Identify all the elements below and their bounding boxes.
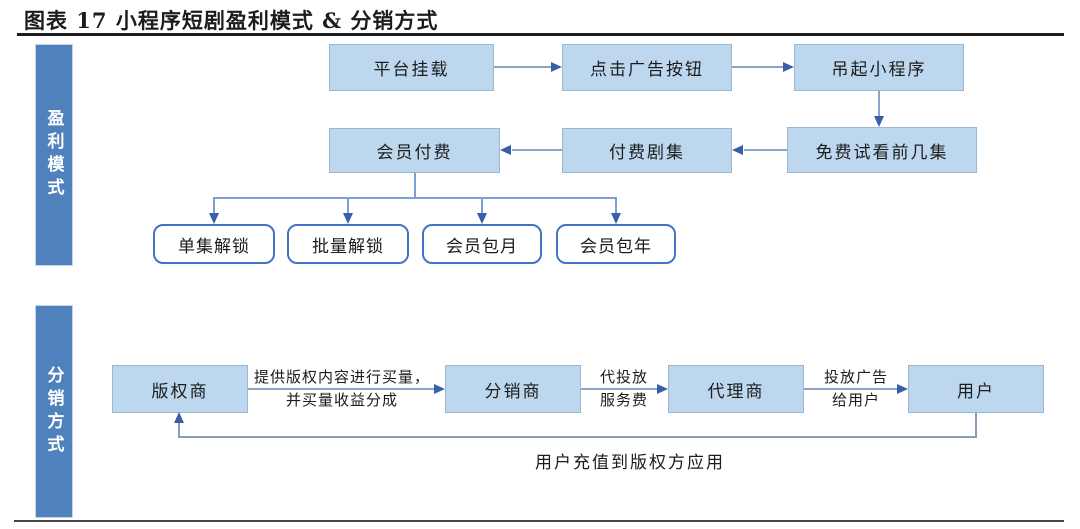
edge-label-buy-volume: 提供版权内容进行买量， 并买量收益分成 (242, 369, 442, 409)
return-flow-label: 用户充值到版权方应用 (535, 453, 725, 473)
branch-drop-1 (213, 197, 215, 214)
arrowhead-down-icon (611, 213, 621, 224)
figure-title: 图表 17 小程序短剧盈利模式 & 分销方式 (24, 8, 439, 33)
option-annual-membership: 会员包年 (556, 224, 676, 264)
edge-label-ad-to-user: 投放广告 给用户 (806, 369, 906, 409)
connector-row1-b (732, 66, 784, 68)
edge-label-buy-volume-line1: 提供版权内容进行买量， (253, 368, 430, 386)
node-platform-mount: 平台挂载 (329, 44, 494, 91)
arrowhead-right-icon (783, 62, 794, 72)
branch-rail (213, 197, 617, 199)
title-underline (17, 33, 1064, 36)
section-bar-distribution-method: 分销方式 (35, 305, 73, 518)
node-copyright-holder: 版权商 (112, 365, 248, 413)
connector-row2-b (512, 149, 562, 151)
arrowhead-right-icon (551, 62, 562, 72)
arrowhead-up-icon (174, 412, 184, 423)
branch-drop-3 (481, 197, 483, 214)
node-agent: 代理商 (668, 365, 804, 413)
arrowhead-right-icon (434, 384, 445, 394)
edge-label-agency-fee-line1: 代投放 (599, 368, 648, 386)
connector-agent-to-user (804, 388, 898, 390)
node-free-trial-episodes: 免费试看前几集 (787, 127, 977, 173)
section-bar-profit-model: 盈利模式 (35, 44, 73, 266)
arrowhead-down-icon (477, 213, 487, 224)
arrowhead-left-icon (500, 145, 511, 155)
return-line-across (178, 436, 977, 438)
node-distributor: 分销商 (445, 365, 581, 413)
node-member-payment: 会员付费 (329, 128, 500, 173)
branch-drop-4 (615, 197, 617, 214)
option-single-episode-unlock: 单集解锁 (153, 224, 275, 264)
connector-distributor-to-agent (581, 388, 658, 390)
arrowhead-down-icon (209, 213, 219, 224)
connector-copyright-to-distributor (248, 388, 435, 390)
edge-label-agency-fee-line2: 服务费 (599, 391, 648, 409)
edge-label-agency-fee: 代投放 服务费 (574, 369, 674, 409)
edge-label-ad-to-user-line1: 投放广告 (823, 368, 888, 386)
return-line-down (975, 413, 977, 438)
arrowhead-right-icon (657, 384, 668, 394)
node-click-ad-button: 点击广告按钮 (562, 44, 732, 91)
option-monthly-membership: 会员包月 (422, 224, 542, 264)
node-paid-episodes: 付费剧集 (562, 128, 732, 173)
node-user: 用户 (908, 365, 1044, 413)
node-launch-miniprogram: 吊起小程序 (794, 44, 964, 91)
connector-launch-to-trial (878, 91, 880, 118)
return-line-up (178, 422, 180, 437)
branch-stem (414, 173, 416, 198)
arrowhead-down-icon (343, 213, 353, 224)
branch-drop-2 (347, 197, 349, 214)
arrowhead-down-icon (874, 116, 884, 127)
bottom-rule (14, 520, 1064, 522)
arrowhead-left-icon (732, 145, 743, 155)
edge-label-buy-volume-line2: 并买量收益分成 (285, 391, 398, 409)
section-bar-distribution-method-label: 分销方式 (43, 365, 64, 458)
section-bar-profit-model-label: 盈利模式 (43, 109, 64, 201)
connector-row1-a (494, 66, 553, 68)
option-batch-unlock: 批量解锁 (287, 224, 409, 264)
connector-row2-a (744, 149, 787, 151)
arrowhead-right-icon (897, 384, 908, 394)
edge-label-ad-to-user-line2: 给用户 (831, 391, 880, 409)
